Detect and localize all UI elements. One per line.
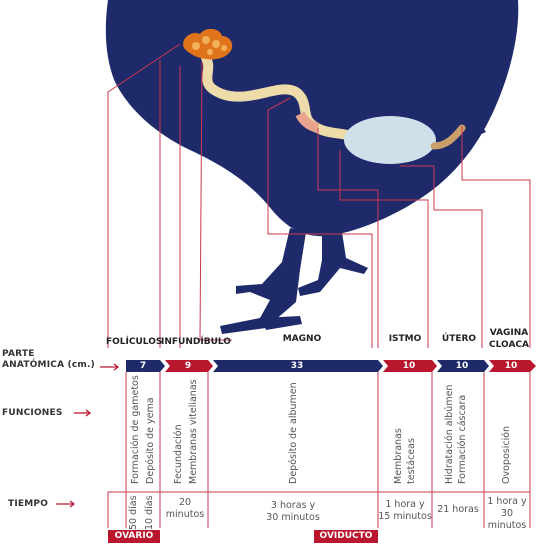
time-vagina-3: minutos [487, 520, 527, 531]
time-utero-1: 21 horas [437, 504, 479, 515]
segment-name-infundibulo: INFUNDÍBULO [161, 337, 231, 347]
time-istmo-2: 15 minutos [378, 511, 432, 522]
func-istmo-2: testáceas [406, 438, 417, 484]
ovario-tag: OVARIO [108, 530, 160, 543]
oviduct-tube [201, 53, 357, 141]
func-infundibulo-1: Fecundación [173, 424, 184, 484]
hen-tail [440, 109, 486, 137]
ovary-follicles-icon [183, 28, 233, 60]
time-foliculos-1: 50 días [128, 495, 139, 530]
hen-leg-left [220, 228, 306, 334]
isthmus-segment [295, 111, 320, 133]
time-istmo-1: 1 hora y [385, 499, 425, 510]
func-foliculos-2: Depósito de yema [145, 397, 156, 484]
column-dividers [107, 372, 531, 528]
parte-label-line2: ANATÓMICA (cm.) [2, 360, 95, 370]
time-magno-2: 30 minutos [266, 512, 320, 523]
parte-label-line1: PARTE [2, 349, 35, 359]
time-infundibulo-2: minutos [165, 509, 205, 520]
length-utero: 10 [455, 361, 469, 371]
func-vagina-1: Ovoposición [501, 425, 512, 484]
length-foliculos: 7 [139, 361, 147, 371]
segment-name-vagina: VAGINA [489, 328, 529, 338]
length-istmo: 10 [402, 361, 416, 371]
oviducto-tag: OVIDUCTO [314, 530, 378, 543]
segment-name-utero: ÚTERO [441, 334, 477, 344]
funciones-label: FUNCIONES [2, 408, 63, 418]
func-magno-1: Depósito de albumen [288, 382, 299, 484]
hen-leg-right [298, 232, 368, 296]
time-vagina-2: 30 [500, 508, 514, 519]
time-magno-1: 3 horas y [270, 500, 316, 511]
time-vagina-1: 1 hora y [487, 496, 527, 507]
segment-name-foliculos: FOLÍCULOS [106, 337, 163, 347]
length-magno: 33 [290, 361, 304, 371]
length-vagina: 10 [504, 361, 518, 371]
func-utero-2: Formación cáscara [457, 394, 468, 484]
row-arrows [56, 363, 120, 508]
func-infundibulo-2: Membranas vitelianas [188, 379, 199, 484]
time-foliculos-2: 10 días [144, 495, 155, 530]
segment-name-cloaca: CLOACA [489, 340, 529, 350]
connector-lines [107, 43, 531, 348]
vagina-tube [430, 124, 466, 150]
hen-toe [262, 316, 302, 330]
length-band [126, 360, 536, 372]
func-istmo-1: Membranas [393, 428, 404, 484]
func-foliculos-1: Formación de gametos [130, 375, 141, 484]
func-utero-1: Hidratación albúmen [444, 384, 455, 484]
uterus-shape [344, 116, 436, 164]
tiempo-label: TIEMPO [8, 499, 49, 509]
segment-name-magno: MAGNO [282, 334, 322, 344]
segment-name-istmo: ISTMO [388, 334, 422, 344]
length-infundibulo: 9 [184, 361, 192, 371]
time-infundibulo-1: 20 [178, 497, 192, 508]
